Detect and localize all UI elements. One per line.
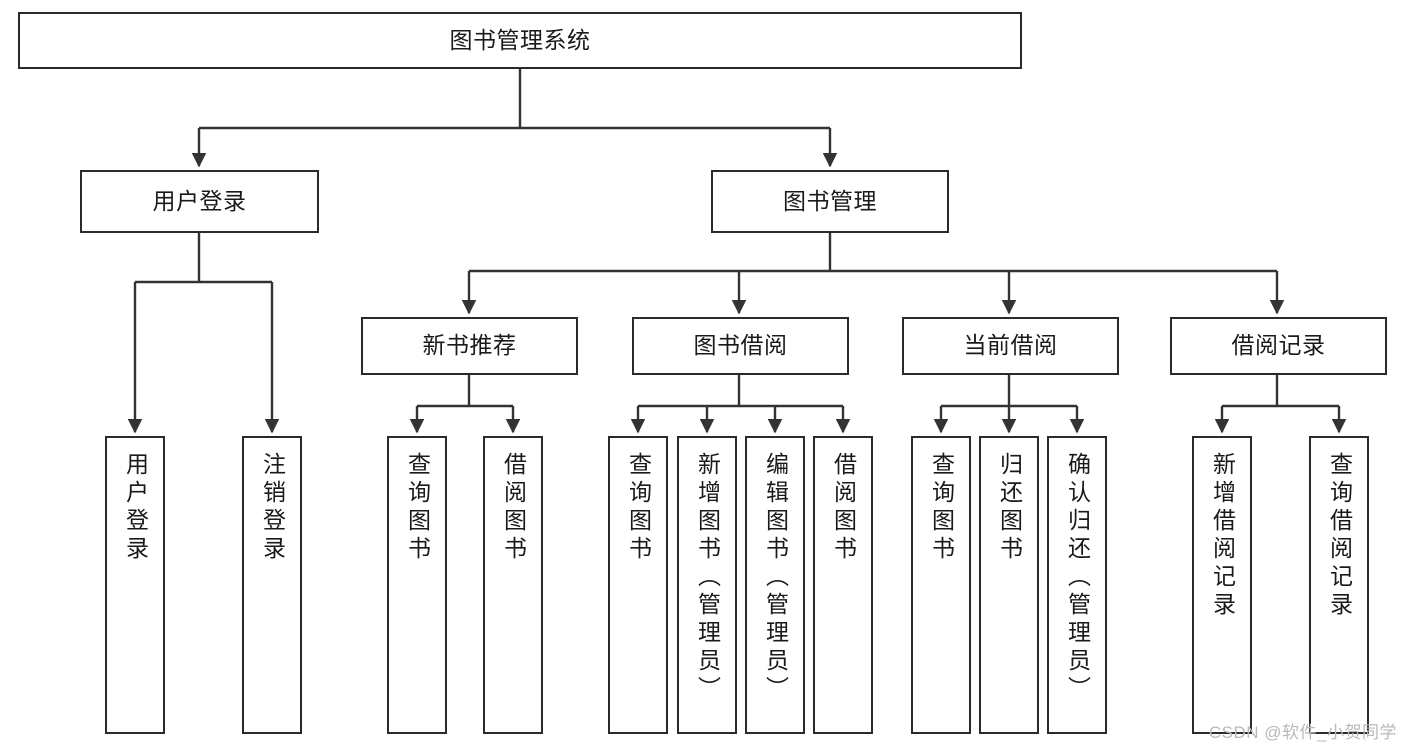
leaf-borrow-record-2-label: 查询借阅记录 [1326, 452, 1353, 620]
csdn-watermark: CSDN @软件_小贺同学 [1208, 723, 1397, 742]
node-user-login-label: 用户登录 [152, 187, 247, 214]
node-root-label: 图书管理系统 [449, 26, 591, 53]
node-root-library-system[interactable]: 图书管理系统 [18, 12, 1022, 69]
leaf-book-borrow-4-label: 借阅图书 [830, 452, 857, 564]
leaf-book-borrow-3-label: 编辑图书（管理员） [762, 452, 789, 704]
node-book-management[interactable]: 图书管理 [711, 170, 949, 233]
leaf-user-login-1-label: 用户登录 [122, 452, 149, 564]
leaf-new-book-recommend-1-label: 查询图书 [404, 452, 431, 564]
leaf-borrow-record-1[interactable]: 新增借阅记录 [1192, 436, 1252, 734]
leaf-book-borrow-2-label: 新增图书（管理员） [694, 452, 721, 704]
leaf-book-borrow-2[interactable]: 新增图书（管理员） [677, 436, 737, 734]
node-current-borrow[interactable]: 当前借阅 [902, 317, 1119, 375]
leaf-current-borrow-1[interactable]: 查询图书 [911, 436, 971, 734]
node-borrow-record-label: 借阅记录 [1231, 332, 1326, 359]
node-user-login[interactable]: 用户登录 [80, 170, 319, 233]
leaf-user-login-2[interactable]: 注销登录 [242, 436, 302, 734]
leaf-book-borrow-1-label: 查询图书 [625, 452, 652, 564]
leaf-new-book-recommend-2-label: 借阅图书 [500, 452, 527, 564]
leaf-new-book-recommend-2[interactable]: 借阅图书 [483, 436, 543, 734]
node-new-book-recommend[interactable]: 新书推荐 [361, 317, 578, 375]
node-book-management-label: 图书管理 [783, 187, 877, 214]
leaf-current-borrow-1-label: 查询图书 [928, 452, 955, 564]
node-book-borrow[interactable]: 图书借阅 [632, 317, 849, 375]
leaf-borrow-record-2[interactable]: 查询借阅记录 [1309, 436, 1369, 734]
node-book-borrow-label: 图书借阅 [693, 332, 788, 359]
leaf-borrow-record-1-label: 新增借阅记录 [1209, 452, 1236, 620]
leaf-current-borrow-2[interactable]: 归还图书 [979, 436, 1039, 734]
leaf-book-borrow-1[interactable]: 查询图书 [608, 436, 668, 734]
leaf-book-borrow-4[interactable]: 借阅图书 [813, 436, 873, 734]
leaf-book-borrow-3[interactable]: 编辑图书（管理员） [745, 436, 805, 734]
leaf-user-login-1[interactable]: 用户登录 [105, 436, 165, 734]
leaf-current-borrow-3-label: 确认归还（管理员） [1064, 452, 1091, 704]
node-borrow-record[interactable]: 借阅记录 [1170, 317, 1387, 375]
leaf-user-login-2-label: 注销登录 [259, 452, 286, 564]
leaf-current-borrow-2-label: 归还图书 [996, 452, 1023, 564]
node-current-borrow-label: 当前借阅 [963, 332, 1058, 359]
node-new-book-recommend-label: 新书推荐 [422, 332, 517, 359]
leaf-current-borrow-3[interactable]: 确认归还（管理员） [1047, 436, 1107, 734]
leaf-new-book-recommend-1[interactable]: 查询图书 [387, 436, 447, 734]
